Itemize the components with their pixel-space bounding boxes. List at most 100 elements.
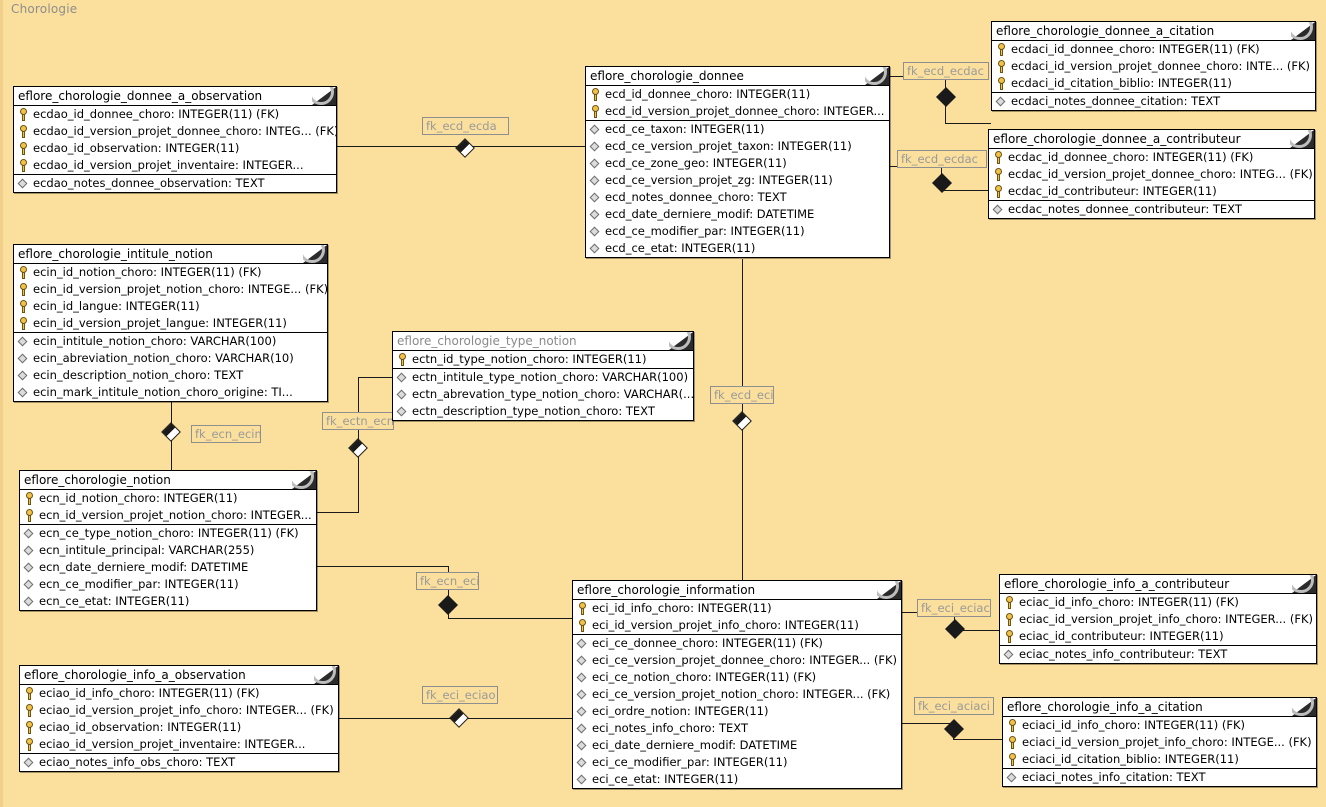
entity-field-row[interactable]: eciac_notes_info_contributeur: TEXT xyxy=(1000,645,1316,663)
entity-field-row[interactable]: eci_ce_version_projet_notion_choro: INTE… xyxy=(573,686,901,703)
relationship-label-fk-ecd-eci[interactable]: fk_ecd_eci xyxy=(710,386,774,404)
relationship-label-fk-eci-aciaci[interactable]: fk_eci_aciaci xyxy=(914,697,994,715)
field-label: eci_notes_info_choro: TEXT xyxy=(592,721,748,735)
entity-field-row[interactable]: ecd_date_derniere_modif: DATETIME xyxy=(586,206,889,223)
entity-field-row[interactable]: ecdao_id_donnee_choro: INTEGER(11) (FK) xyxy=(14,106,336,123)
entity-field-row[interactable]: eciaci_notes_info_citation: TEXT xyxy=(1003,768,1316,786)
entity-field-row[interactable]: eci_ce_notion_choro: INTEGER(11) (FK) xyxy=(573,669,901,686)
key-icon xyxy=(17,283,30,296)
entity-field-row[interactable]: ecdao_notes_donnee_observation: TEXT xyxy=(14,174,336,192)
entity-field-row[interactable]: eciac_id_info_choro: INTEGER(11) (FK) xyxy=(1000,594,1316,611)
entity-field-row[interactable]: ecin_id_notion_choro: INTEGER(11) (FK) xyxy=(14,264,327,281)
entity-field-row[interactable]: ectn_description_type_notion_choro: TEXT xyxy=(393,403,693,420)
entity-field-row[interactable]: ecn_ce_type_notion_choro: INTEGER(11) (F… xyxy=(20,524,316,542)
entity-field-row[interactable]: eci_ce_modifier_par: INTEGER(11) xyxy=(573,754,901,771)
entity-field-row[interactable]: ecdac_id_version_projet_donnee_choro: IN… xyxy=(989,166,1314,183)
entity-field-row[interactable]: ecdaci_id_version_projet_donnee_choro: I… xyxy=(992,58,1315,75)
entity-title-ecdac: eflore_chorologie_donnee_a_contributeur xyxy=(989,130,1314,149)
entity-field-row[interactable]: eci_ce_version_projet_donnee_choro: INTE… xyxy=(573,652,901,669)
entity-field-row[interactable]: ecdaci_id_citation_biblio: INTEGER(11) xyxy=(992,75,1315,92)
field-label: ecdac_notes_donnee_contributeur: TEXT xyxy=(1008,202,1242,216)
relationship-label-fk-ecn-eci[interactable]: fk_ecn_eci xyxy=(416,572,479,590)
entity-field-row[interactable]: ecin_mark_intitule_notion_choro_origine:… xyxy=(14,384,327,401)
attr-icon xyxy=(17,177,30,190)
relationship-label-fk-ecd-ecda[interactable]: fk_ecd_ecda xyxy=(422,117,509,135)
entity-field-row[interactable]: ecin_id_version_projet_notion_choro: INT… xyxy=(14,281,327,298)
attr-icon xyxy=(17,369,30,382)
entity-field-row[interactable]: eciaci_id_citation_biblio: INTEGER(11) xyxy=(1003,751,1316,768)
relationship-label-fk-eci-eciac[interactable]: fk_eci_eciac xyxy=(917,599,991,617)
entity-field-row[interactable]: ecdao_id_version_projet_donnee_choro: IN… xyxy=(14,123,336,140)
relationship-label-fk-eci-eciao[interactable]: fk_eci_eciao xyxy=(422,686,498,704)
entity-field-row[interactable]: ecd_notes_donnee_choro: TEXT xyxy=(586,189,889,206)
entity-field-row[interactable]: ectn_abrevation_type_notion_choro: VARCH… xyxy=(393,386,693,403)
entity-field-row[interactable]: eciaci_id_version_projet_info_choro: INT… xyxy=(1003,734,1316,751)
entity-field-row[interactable]: ecd_ce_version_projet_zg: INTEGER(11) xyxy=(586,172,889,189)
entity-field-row[interactable]: ecd_id_version_projet_donnee_choro: INTE… xyxy=(586,103,889,120)
entity-field-row[interactable]: ecn_id_notion_choro: INTEGER(11) xyxy=(20,490,316,507)
attr-icon xyxy=(17,352,30,365)
entity-field-row[interactable]: ecd_ce_zone_geo: INTEGER(11) xyxy=(586,155,889,172)
entity-field-row[interactable]: ecdao_id_version_projet_inventaire: INTE… xyxy=(14,157,336,174)
entity-field-row[interactable]: ecn_ce_modifier_par: INTEGER(11) xyxy=(20,576,316,593)
entity-field-row[interactable]: eci_notes_info_choro: TEXT xyxy=(573,720,901,737)
entity-field-row[interactable]: ecd_ce_version_projet_taxon: INTEGER(11) xyxy=(586,138,889,155)
entity-field-row[interactable]: ectn_intitule_type_notion_choro: VARCHAR… xyxy=(393,368,693,386)
entity-field-row[interactable]: ecn_ce_etat: INTEGER(11) xyxy=(20,593,316,610)
entity-field-row[interactable]: eciao_notes_info_obs_choro: TEXT xyxy=(20,753,338,771)
entity-field-row[interactable]: ecdac_id_donnee_choro: INTEGER(11) (FK) xyxy=(989,149,1314,166)
key-icon xyxy=(17,300,30,313)
key-icon xyxy=(992,151,1005,164)
entity-field-row[interactable]: eci_date_derniere_modif: DATETIME xyxy=(573,737,901,754)
entity-field-row[interactable]: ecn_date_derniere_modif: DATETIME xyxy=(20,559,316,576)
entity-field-row[interactable]: eci_ce_donnee_choro: INTEGER(11) (FK) xyxy=(573,634,901,652)
entity-field-row[interactable]: eciac_id_version_projet_info_choro: INTE… xyxy=(1000,611,1316,628)
entity-field-row[interactable]: ecd_ce_etat: INTEGER(11) xyxy=(586,240,889,257)
entity-field-row[interactable]: eci_id_info_choro: INTEGER(11) xyxy=(573,600,901,617)
entity-field-row[interactable]: eci_id_version_projet_info_choro: INTEGE… xyxy=(573,617,901,634)
entity-field-row[interactable]: eciao_id_version_projet_inventaire: INTE… xyxy=(20,736,338,753)
entity-field-row[interactable]: ecn_id_version_projet_notion_choro: INTE… xyxy=(20,507,316,524)
attr-icon xyxy=(17,335,30,348)
entity-field-row[interactable]: ecd_ce_taxon: INTEGER(11) xyxy=(586,120,889,138)
entity-field-row[interactable]: eciao_id_info_choro: INTEGER(11) (FK) xyxy=(20,685,338,702)
entity-field-row[interactable]: eci_ce_etat: INTEGER(11) xyxy=(573,771,901,788)
entity-field-row[interactable]: eciaci_id_info_choro: INTEGER(11) (FK) xyxy=(1003,717,1316,734)
entity-field-row[interactable]: ecn_intitule_principal: VARCHAR(255) xyxy=(20,542,316,559)
entity-field-row[interactable]: eciao_id_version_projet_info_choro: INTE… xyxy=(20,702,338,719)
relationship-label-fk-ecn-ecin[interactable]: fk_ecn_ecin xyxy=(191,425,261,443)
entity-field-row[interactable]: ecdac_notes_donnee_contributeur: TEXT xyxy=(989,200,1314,218)
relationship-label-fk-ectn-ecn[interactable]: fk_ectn_ecn xyxy=(322,412,394,430)
entity-field-row[interactable]: eci_ordre_notion: INTEGER(11) xyxy=(573,703,901,720)
field-label: ecin_id_langue: INTEGER(11) xyxy=(33,299,200,313)
entity-field-row[interactable]: ecin_id_langue: INTEGER(11) xyxy=(14,298,327,315)
relationship-label-fk-ecd-ecdac-2[interactable]: fk_ecd_ecdac xyxy=(897,150,987,168)
entity-field-row[interactable]: ecdaci_notes_donnee_citation: TEXT xyxy=(992,92,1315,110)
entity-field-row[interactable]: ecin_description_notion_choro: TEXT xyxy=(14,367,327,384)
entity-field-row[interactable]: ecdaci_id_donnee_choro: INTEGER(11) (FK) xyxy=(992,41,1315,58)
entity-field-row[interactable]: ecin_abreviation_notion_choro: VARCHAR(1… xyxy=(14,350,327,367)
connector-ectn-ecn-c xyxy=(317,512,359,513)
entity-field-row[interactable]: ecdac_id_contributeur: INTEGER(11) xyxy=(989,183,1314,200)
entity-field-row[interactable]: ecin_intitule_notion_choro: VARCHAR(100) xyxy=(14,332,327,350)
entity-field-row[interactable]: ectn_id_type_notion_choro: INTEGER(11) xyxy=(393,351,693,368)
entity-field-row[interactable]: ecd_ce_modifier_par: INTEGER(11) xyxy=(586,223,889,240)
entity-field-row[interactable]: eciao_id_observation: INTEGER(11) xyxy=(20,719,338,736)
entity-field-row[interactable]: ecdao_id_observation: INTEGER(11) xyxy=(14,140,336,157)
field-label: ecn_date_derniere_modif: DATETIME xyxy=(39,560,249,574)
entity-field-row[interactable]: ecd_id_donnee_choro: INTEGER(11) xyxy=(586,86,889,103)
relationship-label-fk-ecd-ecdac-1[interactable]: fk_ecd_ecdac xyxy=(903,62,989,80)
entity-field-row[interactable]: ecin_id_version_projet_langue: INTEGER(1… xyxy=(14,315,327,332)
entity-field-row[interactable]: eciac_id_contributeur: INTEGER(11) xyxy=(1000,628,1316,645)
